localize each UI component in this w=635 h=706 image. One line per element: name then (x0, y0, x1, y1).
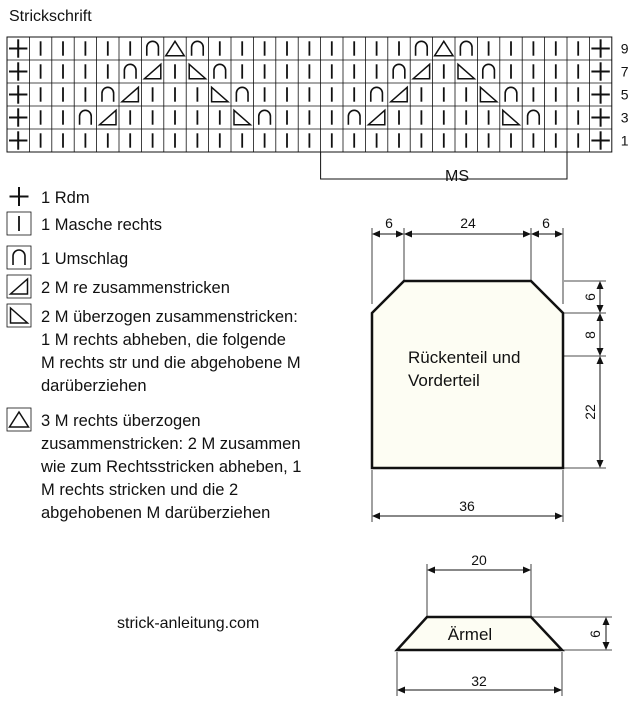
legend-text: 2 M re zusammenstricken (41, 279, 230, 297)
chart-cell-arch-icon (123, 63, 137, 79)
row-number-label: 3 (621, 110, 629, 126)
body-piece-outline (370, 279, 565, 470)
sleeve-dim-bottom: 32 (471, 673, 487, 689)
repeat-label: MS (445, 168, 469, 185)
chart-cell-k2tog-icon (142, 62, 162, 80)
ssk-icon (6, 303, 32, 328)
dim-top-right: 6 (542, 215, 550, 231)
website-credit: strick-anleitung.com (117, 615, 259, 632)
legend-item-plus: 1 Rdm (9, 187, 90, 207)
chart-cell-ssk-icon (502, 108, 522, 126)
row-number-label: 7 (621, 64, 629, 80)
dim-top: 24 (460, 215, 476, 231)
legend-text: darüberziehen (41, 377, 147, 395)
chart-cell-ssk-icon (233, 108, 253, 126)
dim-right-top: 6 (582, 293, 598, 301)
legend-text: 1 Umschlag (41, 250, 128, 268)
chart-cell-arch-icon (481, 63, 496, 79)
chart-cell-arch-icon (392, 63, 406, 79)
legend-item-bar: 1 Masche rechts (6, 211, 162, 236)
legend-item-triangle: 3 M rechts überzogen zusammenstricken: 2 … (6, 407, 301, 522)
pattern-repeat-marker (320, 152, 568, 180)
chart-cell-plus-icon (9, 39, 28, 58)
legend-text: 3 M rechts überzogen (41, 412, 201, 430)
chart-cell-plus-icon (9, 85, 28, 104)
chart-cell-arch-icon (369, 86, 384, 102)
symbol-legend: 1 Rdm 1 Masche rechts 1 Umschlag 2 M re zus… (6, 187, 301, 522)
dim-right-mid: 8 (582, 331, 598, 339)
sleeve-dim-top: 20 (471, 552, 487, 568)
knitting-chart: 9 7 5 3 1 (6, 36, 629, 153)
arch-icon (6, 245, 32, 270)
legend-text: 1 M rechts abheben, die folgende (41, 331, 286, 349)
legend-text: 1 Masche rechts (41, 216, 162, 234)
k2tog-icon (6, 274, 32, 299)
chart-cell-k2tog-icon (97, 108, 117, 126)
back-front-piece-schematic: Rückenteil und Vorderteil 6 24 6 (370, 215, 606, 522)
chart-cell-triangle-icon (433, 39, 455, 57)
chart-cell-plus-icon (9, 62, 28, 81)
legend-text: 1 Rdm (41, 189, 90, 207)
chart-cell-ssk-icon (210, 85, 230, 103)
chart-cell-k2tog-icon (366, 108, 386, 126)
chart-cell-arch-icon (190, 40, 205, 56)
sleeve-schematic: Ärmel 20 32 6 (394, 552, 612, 696)
body-piece-label-line-1: Rückenteil und (408, 348, 520, 367)
row-number-label: 9 (621, 41, 629, 57)
chart-cell-arch-icon (145, 40, 160, 56)
chart-cell-plus-icon (591, 39, 610, 58)
chart-cell-plus-icon (591, 85, 610, 104)
chart-cell-ssk-icon (188, 62, 208, 80)
body-piece-label-line-2: Vorderteil (408, 371, 480, 390)
chart-title: Strickschrift (9, 8, 92, 25)
bar-icon (6, 211, 32, 236)
chart-cell-triangle-icon (164, 39, 186, 57)
sleeve-dim-right: 6 (587, 630, 603, 638)
legend-text: wie zum Rechtsstricken abheben, 1 (40, 458, 301, 476)
chart-cell-plus-icon (9, 131, 28, 150)
chart-cell-arch-icon (347, 109, 361, 125)
chart-cell-plus-icon (591, 62, 610, 81)
dim-bottom: 36 (459, 498, 475, 514)
sleeve-outline (394, 615, 565, 652)
legend-text: zusammenstricken: 2 M zusammen (41, 435, 301, 453)
legend-text: abgehobenen M darüberziehen (41, 504, 270, 522)
chart-cell-plus-icon (591, 108, 610, 127)
chart-cell-arch-icon (101, 86, 115, 102)
plus-icon (9, 187, 29, 206)
chart-cell-arch-icon (459, 40, 473, 56)
row-number-label: 5 (621, 87, 629, 103)
chart-cell-arch-icon (78, 109, 93, 125)
chart-cell-arch-icon (504, 86, 518, 102)
dim-right-bottom: 22 (582, 404, 598, 420)
chart-cell-arch-icon (414, 40, 429, 56)
dim-top-left: 6 (385, 215, 393, 231)
chart-cell-ssk-icon (457, 62, 477, 80)
triangle-icon (6, 407, 32, 432)
chart-cell-k2tog-icon (120, 85, 140, 103)
legend-text: M rechts str und die abgehobene M (41, 354, 301, 372)
chart-cell-k2tog-icon (388, 85, 408, 103)
legend-item-arch: 1 Umschlag (6, 245, 128, 270)
legend-item-ssk: 2 M überzogen zusammenstricken: 1 M recht… (6, 303, 301, 395)
chart-cell-k2tog-icon (411, 62, 431, 80)
chart-cell-ssk-icon (479, 85, 499, 103)
chart-cell-arch-icon (213, 63, 227, 79)
chart-cell-plus-icon (591, 131, 610, 150)
legend-text: 2 M überzogen zusammenstricken: (41, 308, 298, 326)
chart-cell-arch-icon (235, 86, 249, 102)
chart-cell-plus-icon (9, 108, 28, 127)
legend-item-k2tog: 2 M re zusammenstricken (6, 274, 230, 299)
sleeve-label: Ärmel (448, 625, 492, 644)
row-number-label: 1 (621, 133, 629, 149)
chart-cell-arch-icon (526, 109, 541, 125)
chart-cell-arch-icon (257, 109, 272, 125)
legend-text: M rechts stricken und die 2 (41, 481, 238, 499)
